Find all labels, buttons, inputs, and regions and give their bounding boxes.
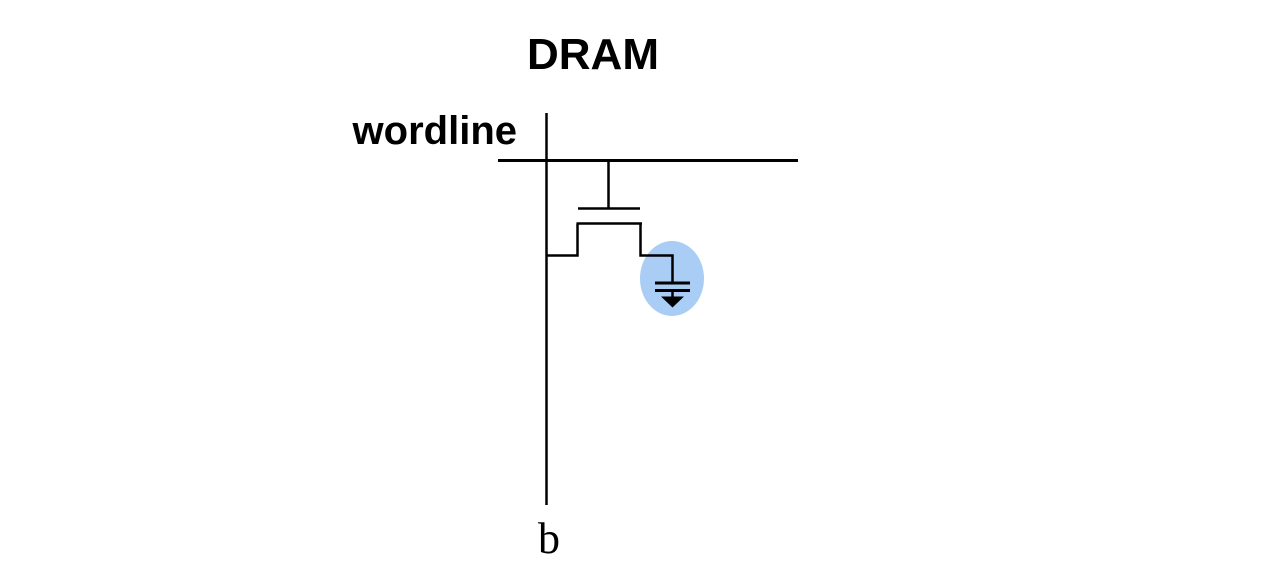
- ground-arrow-icon: [661, 296, 684, 308]
- diagram-title: DRAM: [527, 30, 659, 79]
- bitline-label: b: [538, 514, 560, 563]
- wordline-label: wordline: [352, 109, 517, 153]
- transistor-source-wire: [546, 223, 579, 257]
- transistor-drain-wire: [639, 223, 674, 283]
